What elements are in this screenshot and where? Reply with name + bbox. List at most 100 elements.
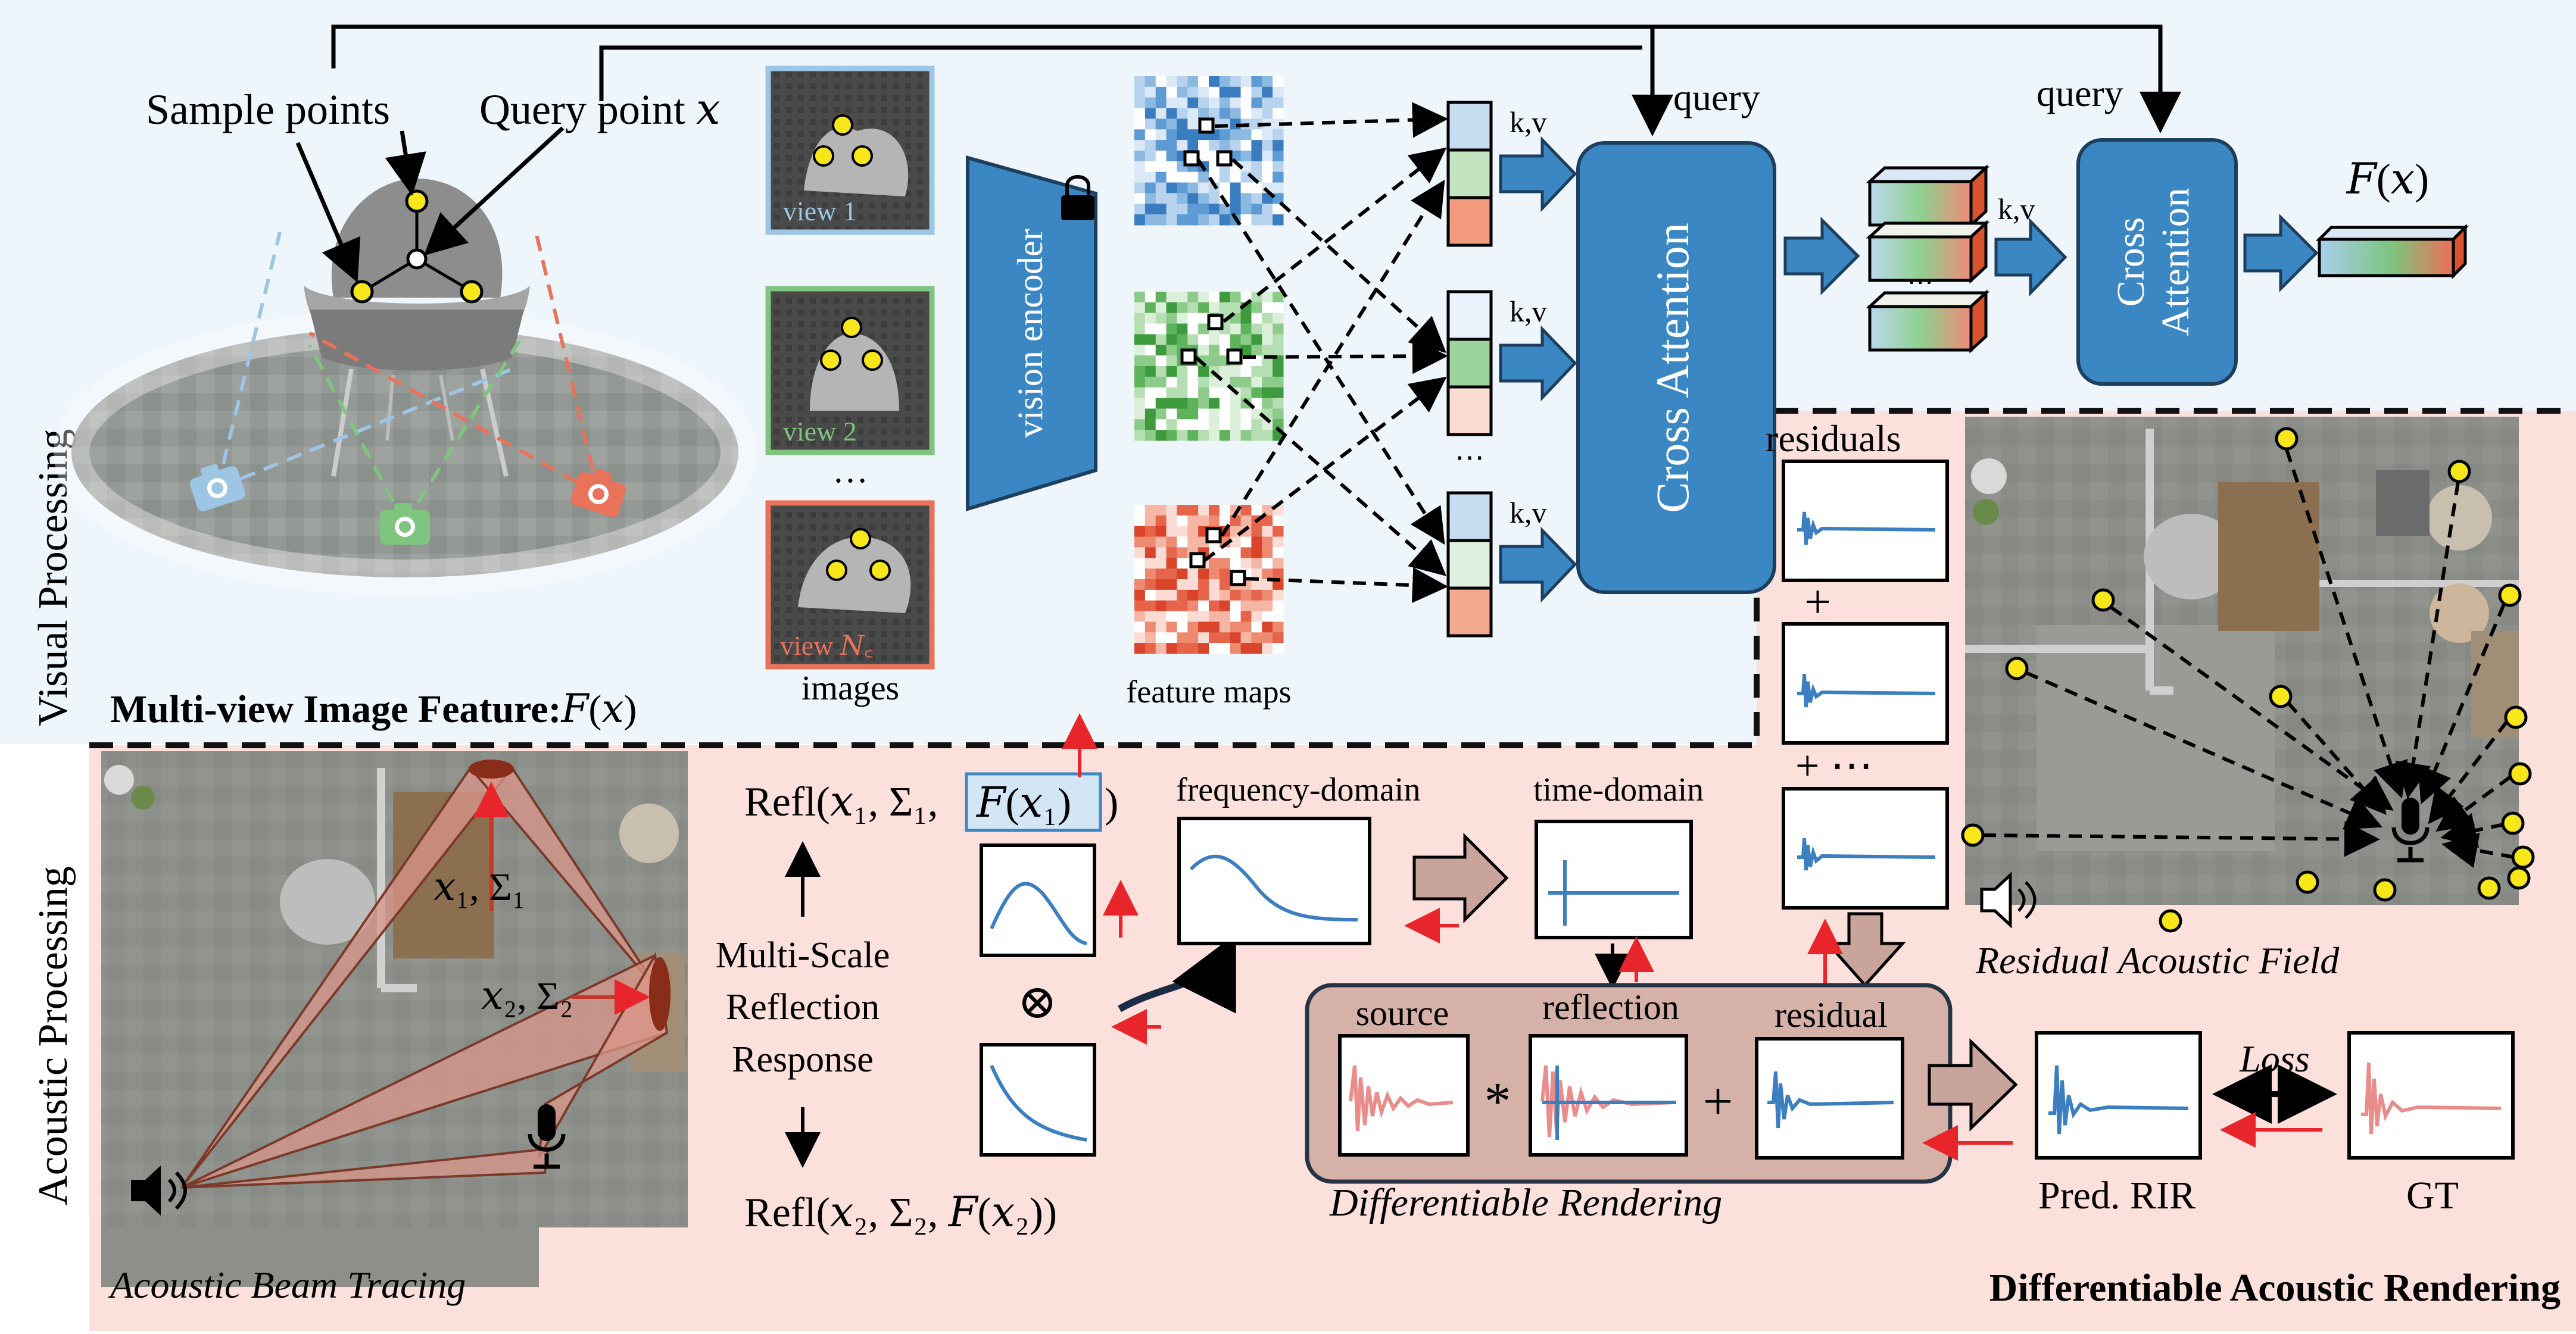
heatmap-cell [1240, 419, 1252, 430]
chair-scene: Sample points Query point 𝑥 [54, 86, 756, 595]
heatmap-cell [1134, 398, 1146, 409]
heatmap-cell [1273, 292, 1284, 303]
heatmap-cell [1251, 323, 1262, 335]
heatmap-cell [1240, 632, 1252, 643]
heatmap-cell [1155, 313, 1167, 324]
fx-output-label: 𝐹(𝑥) [2346, 155, 2430, 203]
heatmap-cell [1273, 345, 1284, 356]
microphone-icon [528, 1104, 566, 1169]
heatmap-cell [1155, 632, 1167, 643]
heatmap-cell [1209, 302, 1220, 314]
heatmap-cell [1144, 214, 1156, 226]
kv-dots: ⋯ [1455, 440, 1485, 474]
query-label-2: query [2037, 72, 2123, 114]
heatmap-cell [1273, 643, 1284, 654]
gt-label: GT [2406, 1174, 2459, 1217]
heatmap-cell [1251, 345, 1262, 356]
heatmap-cell [1155, 376, 1167, 388]
heatmap-cell [1134, 345, 1146, 356]
camera-icon [570, 468, 626, 517]
heatmap-cell [1219, 292, 1231, 303]
heatmap-cell [1273, 632, 1284, 643]
loss-label: Loss [2239, 1038, 2309, 1080]
heatmap-cell [1240, 505, 1252, 516]
heatmap-cell [1166, 97, 1177, 109]
heatmap-cell [1198, 515, 1209, 527]
heatmap-cell [1230, 97, 1242, 109]
heatmap-cell [1273, 547, 1284, 558]
heatmap-cell [1187, 182, 1199, 193]
heatmap-cell [1166, 579, 1177, 591]
heatmap-cell [1144, 97, 1156, 109]
heatmap-cell [1198, 505, 1209, 516]
heatmap-cell [1166, 430, 1177, 441]
svg-text:view 1: view 1 [783, 196, 857, 226]
lock-icon [1061, 175, 1094, 220]
heatmap-cell [1166, 547, 1177, 558]
heatmap-cell [1177, 376, 1188, 388]
heatmap-cell [1219, 171, 1231, 183]
heatmap-cell [1144, 568, 1156, 580]
heatmap-cell [1209, 214, 1220, 226]
heatmap-cell [1166, 568, 1177, 580]
heatmap-cell [1273, 621, 1284, 633]
heatmap-cell [1144, 151, 1156, 162]
visual-processing-label: Visual Processing [30, 429, 76, 726]
heatmap-cell [1144, 589, 1156, 601]
feature-map-green [1134, 292, 1284, 441]
heatmap-cell [1187, 140, 1199, 151]
heatmap-cell [1134, 515, 1146, 527]
heatmap-cell [1144, 632, 1156, 643]
heatmap-cell [1187, 313, 1199, 324]
heatmap-cell [1177, 632, 1188, 643]
msrr-label-3: Response [732, 1039, 874, 1080]
heatmap-cell [1187, 536, 1199, 548]
heatmap-cell [1262, 86, 1273, 98]
differentiable-rendering-panel: source * reflection + residual [1305, 983, 1953, 1184]
heatmap-cell [1209, 505, 1220, 516]
heatmap-cell [1219, 505, 1231, 516]
heatmap-cell [1187, 621, 1199, 633]
heatmap-cell [1134, 171, 1146, 183]
heatmap-cell [1155, 97, 1167, 109]
heatmap-cell [1198, 579, 1209, 591]
heatmap-cell [1273, 515, 1284, 527]
heatmap-cell [1134, 547, 1146, 558]
heatmap-cell [1155, 419, 1167, 430]
heatmap-cell [1251, 611, 1262, 622]
time-domain-plot [1535, 820, 1693, 939]
attn-arrow-3 [2243, 213, 2319, 293]
heatmap-cell [1230, 129, 1242, 140]
heatmap-cell [1166, 204, 1177, 215]
heatmap-cell [1155, 505, 1167, 516]
heatmap-cell [1177, 505, 1188, 516]
residual-field-label: Residual Acoustic Field [1975, 939, 2340, 982]
heatmap-cell [1166, 505, 1177, 516]
heatmap-cell [1155, 118, 1167, 130]
heatmap-cell [1155, 292, 1167, 303]
heatmap-cell [1134, 140, 1146, 151]
heatmap-cell [1209, 97, 1220, 109]
heatmap-cell [1155, 182, 1167, 193]
heatmap-cell [1262, 161, 1273, 173]
reflection-point-1 [469, 760, 514, 779]
heatmap-cell [1219, 430, 1231, 441]
heatmap-cell [1262, 292, 1273, 303]
heatmap-cell [1273, 140, 1284, 151]
heatmap-cell [1155, 345, 1167, 356]
svg-text:view 𝑁꜀: view 𝑁꜀ [780, 630, 874, 661]
heatmap-cell [1144, 536, 1156, 548]
heatmap-cell [1251, 387, 1262, 399]
heatmap-cell [1144, 558, 1156, 569]
svg-text:source: source [1356, 994, 1449, 1033]
heatmap-cell [1240, 387, 1252, 399]
heatmap-cell [1134, 536, 1146, 548]
heatmap-cell [1219, 632, 1231, 643]
attn-arrow-1 [1783, 216, 1860, 296]
heatmap-cell [1187, 430, 1199, 441]
heatmap-cell [1209, 387, 1220, 399]
feature-map-blue [1134, 76, 1284, 226]
heatmap-cell [1262, 611, 1273, 622]
feature-maps-label: feature maps [1126, 674, 1291, 710]
heatmap-cell [1187, 86, 1199, 98]
